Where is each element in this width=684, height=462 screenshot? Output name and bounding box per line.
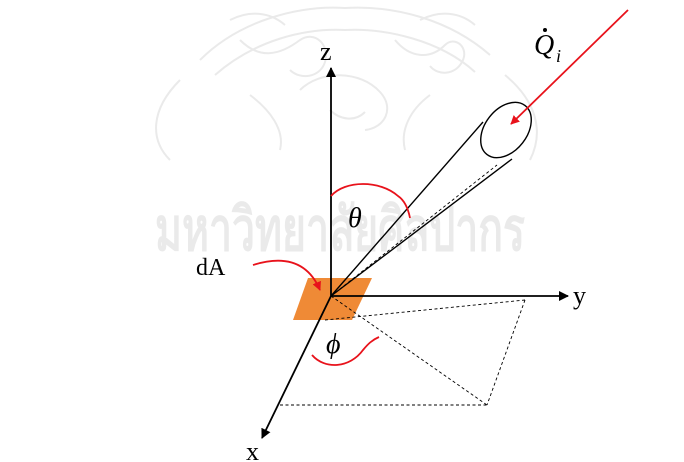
coordinate-axes xyxy=(261,67,569,439)
y-axis-label: y xyxy=(573,281,586,310)
watermark-seal: มหาวิทยาลัยศิลปากร xyxy=(155,6,538,265)
projection-dashed-lines xyxy=(280,164,526,406)
z-axis-label: z xyxy=(320,37,332,66)
area-element-label: dA xyxy=(196,255,226,281)
phi-angle-arc xyxy=(311,336,380,366)
heat-symbol: Q xyxy=(534,30,554,61)
da-pointer-arrow xyxy=(252,259,321,291)
x-axis-label: x xyxy=(246,437,259,462)
x-axis-line xyxy=(261,295,332,439)
heat-rate-dot xyxy=(543,28,547,32)
incident-heat-label: Q i xyxy=(534,28,561,66)
incident-heat-arrow xyxy=(510,9,629,125)
watermark-text: มหาวิทยาลัยศิลปากร xyxy=(155,195,525,265)
surface-element-da xyxy=(293,278,372,320)
azimuth-angle-label: ϕ xyxy=(326,329,341,360)
heat-subscript: i xyxy=(556,46,561,66)
annotation-arrows xyxy=(252,9,629,366)
theta-angle-arc xyxy=(330,183,411,219)
polar-angle-label: θ xyxy=(348,203,362,234)
